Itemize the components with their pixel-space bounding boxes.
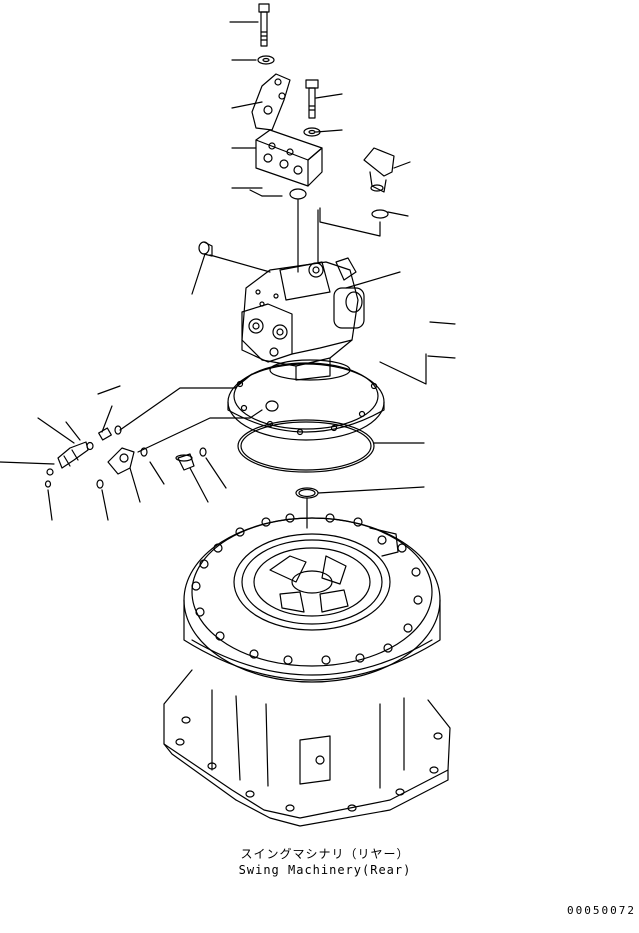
caption-english: Swing Machinery(Rear): [238, 863, 412, 877]
washer-top: [257, 55, 275, 65]
washer-side: [303, 127, 321, 137]
valve-block: [255, 129, 323, 187]
oring-center: [295, 487, 319, 499]
elbow-fitting: [363, 147, 395, 193]
housing-bolts: [191, 513, 423, 665]
reducer-housing: [183, 513, 441, 683]
base-flange: [163, 669, 451, 827]
oring-small: [289, 188, 307, 200]
oring-elbow: [371, 209, 389, 219]
plug-small: [175, 447, 207, 471]
leader-lines: [0, 21, 456, 521]
bolt-top: [258, 3, 270, 47]
motor-flange: [227, 362, 385, 441]
plug-left: [198, 241, 213, 257]
bolt-side: [305, 79, 319, 119]
oring-large: [237, 419, 375, 473]
elbow-adapter: [96, 447, 148, 489]
fitting-left-1: [86, 425, 122, 451]
swing-motor: [241, 257, 365, 381]
caption-japanese: スイングマシナリ（リヤー）: [240, 847, 410, 861]
drawing-number: 00050072: [567, 904, 636, 917]
fitting-left-2: [44, 441, 89, 488]
routing-lines: [119, 199, 427, 529]
bracket-plate: [251, 73, 291, 131]
